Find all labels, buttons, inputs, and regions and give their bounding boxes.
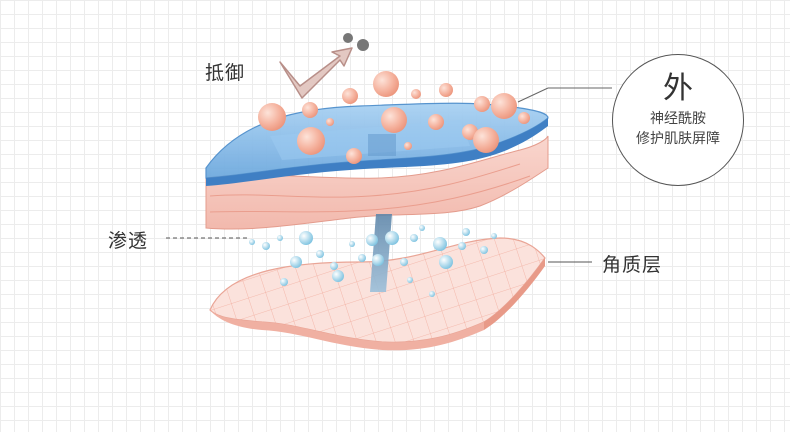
deflect-arrow xyxy=(280,33,369,98)
stratum-corneum-label: 角质层 xyxy=(602,250,662,277)
callout-line-1: 神经酰胺 xyxy=(613,109,743,129)
particle-icon xyxy=(357,39,369,51)
ceramide-callout: 外 神经酰胺 修护肌肤屏障 xyxy=(612,54,744,186)
callout-leader-line xyxy=(518,88,548,102)
callout-title: 外 xyxy=(613,69,743,109)
defense-label: 抵御 xyxy=(205,58,245,85)
callout-line-2: 修护肌肤屏障 xyxy=(613,129,743,149)
penetrate-label: 渗透 xyxy=(108,226,148,253)
particle-icon xyxy=(343,33,353,43)
